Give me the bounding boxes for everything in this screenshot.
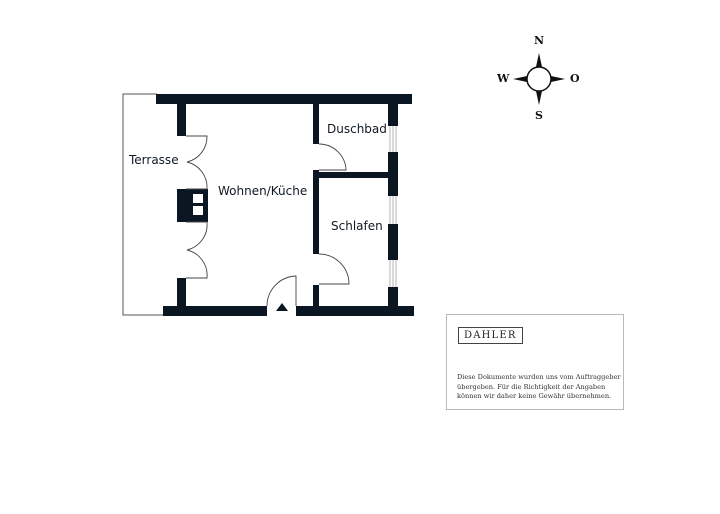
disclaimer-line: können wir daher keine Gewähr übernehmen… [457, 392, 612, 401]
walls [156, 94, 414, 316]
entrance-arrow-icon [276, 303, 288, 311]
terrace-outline [122, 93, 163, 316]
room-label-duschbad: Duschbad [327, 122, 387, 136]
compass-rose-icon [513, 53, 565, 105]
disclaimer-text: Diese Dokumente wurden uns vom Auftragge… [457, 373, 625, 402]
door-swings [186, 135, 350, 307]
disclaimer-line: übergeben. Für die Richtigkeit der Angab… [457, 382, 606, 391]
compass-west-label: W [497, 72, 510, 85]
compass-east-label: O [570, 72, 580, 85]
disclaimer-box: DAHLER Diese Dokumente wurden uns vom Au… [446, 314, 624, 410]
disclaimer-line: Diese Dokumente wurden uns vom Auftragge… [457, 373, 621, 381]
room-label-wohnen-kueche: Wohnen/Küche [218, 184, 308, 198]
windows [389, 126, 397, 287]
duct-openings [193, 194, 203, 215]
compass-south-label: S [535, 109, 543, 122]
dahler-logo: DAHLER [458, 327, 523, 344]
room-label-schlafen: Schlafen [331, 219, 383, 233]
compass-north-label: N [534, 34, 545, 47]
room-label-terrasse: Terrasse [129, 153, 179, 167]
